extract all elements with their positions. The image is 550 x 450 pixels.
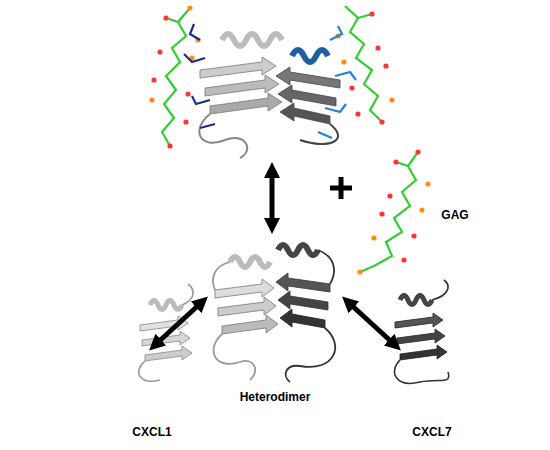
structure-label: Heterodimer — [240, 390, 311, 404]
heterodimer-structure — [213, 245, 335, 382]
chemokine-gag-complex — [149, 5, 394, 158]
structure-label: CXCL1 — [132, 425, 171, 439]
gag-chain — [357, 149, 430, 274]
equilibrium-arrow — [348, 302, 395, 345]
cxcl7-structure — [394, 280, 448, 383]
equilibrium-arrow — [155, 302, 202, 345]
structure-label: CXCL7 — [412, 425, 451, 439]
structure-label: GAG — [441, 208, 468, 222]
plus-sign — [330, 177, 352, 199]
equilibrium-arrow — [270, 170, 275, 226]
